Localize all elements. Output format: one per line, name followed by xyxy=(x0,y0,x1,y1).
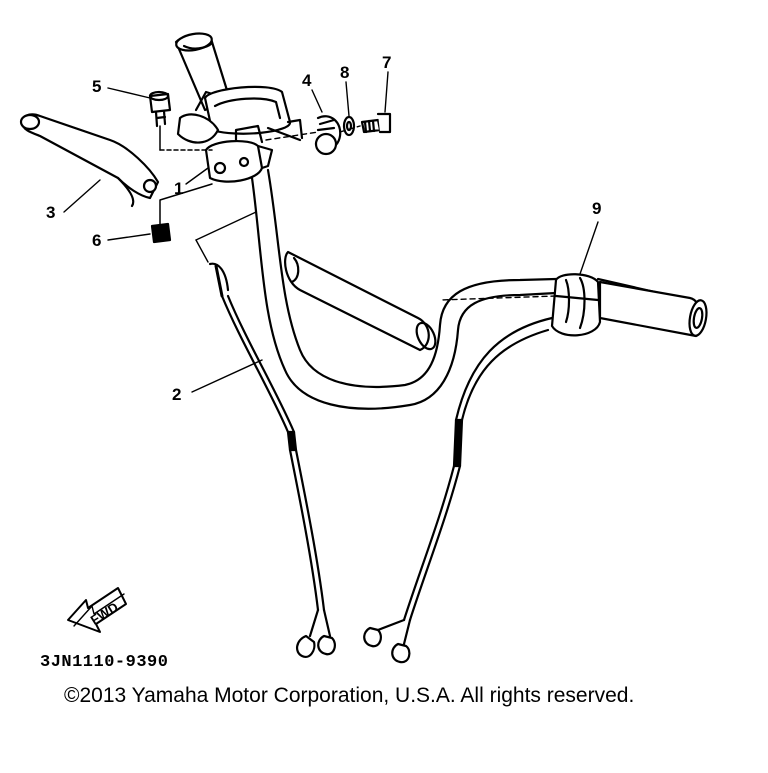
right-grip xyxy=(598,280,708,338)
callout-7: 7 xyxy=(382,53,391,113)
callout-8: 8 xyxy=(340,63,350,117)
clamp xyxy=(314,115,342,156)
callouts: 1 2 3 4 5 6 7 8 xyxy=(46,53,601,404)
diagram-code: 3JN1110-9390 xyxy=(40,653,169,672)
lock-nut xyxy=(150,183,213,244)
callout-label-4: 4 xyxy=(302,71,312,90)
callout-label-3: 3 xyxy=(46,203,55,222)
callout-3: 3 xyxy=(46,179,101,222)
callout-5: 5 xyxy=(92,77,151,99)
callout-label-2: 2 xyxy=(172,385,181,404)
copyright-notice: ©2013 Yamaha Motor Corporation, U.S.A. A… xyxy=(64,684,635,707)
lever-bracket xyxy=(204,124,274,183)
callout-label-6: 6 xyxy=(92,231,101,250)
crossbar-pad xyxy=(284,250,437,352)
switch-housing xyxy=(550,273,602,337)
callout-2: 2 xyxy=(172,359,263,404)
callout-1: 1 xyxy=(174,167,209,198)
assembly-lines xyxy=(265,125,557,301)
clamp-screw xyxy=(360,112,392,134)
forward-arrow-icon: FWD xyxy=(67,587,127,633)
lever-holder xyxy=(176,85,304,144)
callout-label-8: 8 xyxy=(340,63,349,82)
callout-label-7: 7 xyxy=(382,53,391,72)
callout-label-1: 1 xyxy=(174,179,183,198)
callout-4: 4 xyxy=(302,71,323,113)
clutch-lever xyxy=(19,113,160,208)
right-cable xyxy=(363,316,554,664)
pivot-bolt xyxy=(148,90,213,151)
callout-6: 6 xyxy=(92,231,151,250)
callout-label-9: 9 xyxy=(592,199,601,218)
washer xyxy=(342,115,356,137)
callout-9: 9 xyxy=(579,199,601,275)
callout-label-5: 5 xyxy=(92,77,101,96)
left-cable xyxy=(195,211,336,658)
